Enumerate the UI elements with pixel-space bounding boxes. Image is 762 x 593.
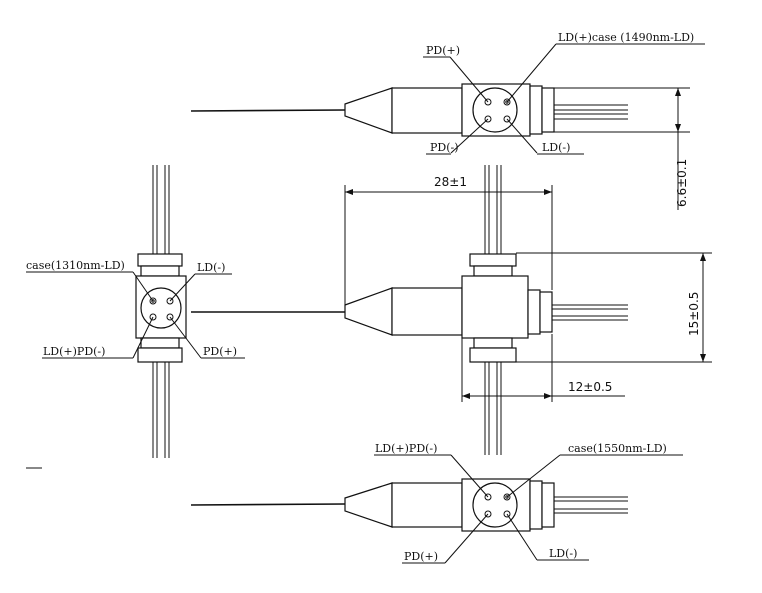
- label-left-ld-minus: LD(-): [197, 261, 225, 274]
- top-pin-pd-minus: [484, 115, 492, 123]
- top-pin-pd-plus: [484, 98, 492, 106]
- center-module: 28±1 15±0.5 12±0.5: [191, 165, 712, 455]
- left-pin-ld-minus: [166, 297, 174, 305]
- center-cap-top: [469, 253, 517, 267]
- center-cap-right-2: [539, 291, 553, 333]
- bottom-cap: [529, 480, 543, 530]
- bottom-sleeve: [391, 482, 463, 528]
- top-boot: [344, 87, 393, 134]
- top-pin-ld-minus: [503, 115, 511, 123]
- left-pin-header: [140, 287, 182, 329]
- center-cap-right: [527, 289, 541, 335]
- label-left-pd-plus: PD(+): [203, 345, 237, 358]
- label-bottom-ld-minus: LD(-): [549, 547, 577, 560]
- bottom-pin-ld-plus-pd-minus: [484, 493, 492, 501]
- left-cap-top-2: [140, 265, 180, 277]
- bottom-cap-2: [541, 482, 555, 528]
- label-top-pd-minus: PD(-): [430, 141, 459, 154]
- label-bottom-ld-plus-pd-minus: LD(+)PD(-): [375, 442, 437, 455]
- top-pin-header: [472, 87, 518, 133]
- left-pin-case: [149, 297, 157, 305]
- label-bottom-pd-plus: PD(+): [404, 550, 438, 563]
- dim-height-top: 6.6±0.1: [675, 159, 689, 207]
- left-pin-ld-plus-pd-minus: [149, 313, 157, 321]
- bottom-pin-header: [472, 482, 518, 528]
- top-cap: [529, 85, 543, 135]
- top-pin-case: [503, 98, 511, 106]
- bottom-pin-pd-plus: [484, 510, 492, 518]
- dim-length: 28±1: [434, 175, 467, 189]
- top-sleeve: [391, 87, 463, 134]
- label-top-ld-plus-case: LD(+)case (1490nm-LD): [558, 31, 694, 44]
- top-cap-2: [541, 87, 555, 133]
- dim-height-mid: 15±0.5: [687, 292, 701, 336]
- label-left-case: case(1310nm-LD): [26, 259, 125, 272]
- left-cap-bot: [140, 337, 180, 349]
- center-cap-top-2: [473, 265, 513, 277]
- bottom-boot: [344, 482, 393, 528]
- bottom-pin-ld-minus: [503, 510, 511, 518]
- center-sleeve: [391, 287, 463, 336]
- bottom-pin-case: [503, 493, 511, 501]
- left-cap-top: [137, 253, 183, 267]
- left-pin-pd-plus: [166, 313, 174, 321]
- left-cap-bot-2: [137, 347, 183, 363]
- label-left-ld-plus-pd-minus: LD(+)PD(-): [43, 345, 105, 358]
- label-top-ld-minus: LD(-): [542, 141, 570, 154]
- bottom-module: LD(+)PD(-) case(1550nm-LD) PD(+) LD(-): [190, 442, 683, 564]
- top-module: PD(+) LD(+)case (1490nm-LD) PD(-) LD(-) …: [190, 31, 705, 210]
- label-bottom-case: case(1550nm-LD): [568, 442, 667, 455]
- label-top-pd-plus: PD(+): [426, 44, 460, 57]
- left-module: case(1310nm-LD) LD(-) LD(+)PD(-) PD(+): [26, 165, 345, 469]
- dim-width: 12±0.5: [568, 380, 612, 394]
- center-cap-bot-2: [469, 347, 517, 363]
- top-fiber: [190, 109, 346, 112]
- center-housing: [461, 275, 529, 339]
- center-cap-bot: [473, 337, 513, 349]
- center-boot: [344, 287, 393, 336]
